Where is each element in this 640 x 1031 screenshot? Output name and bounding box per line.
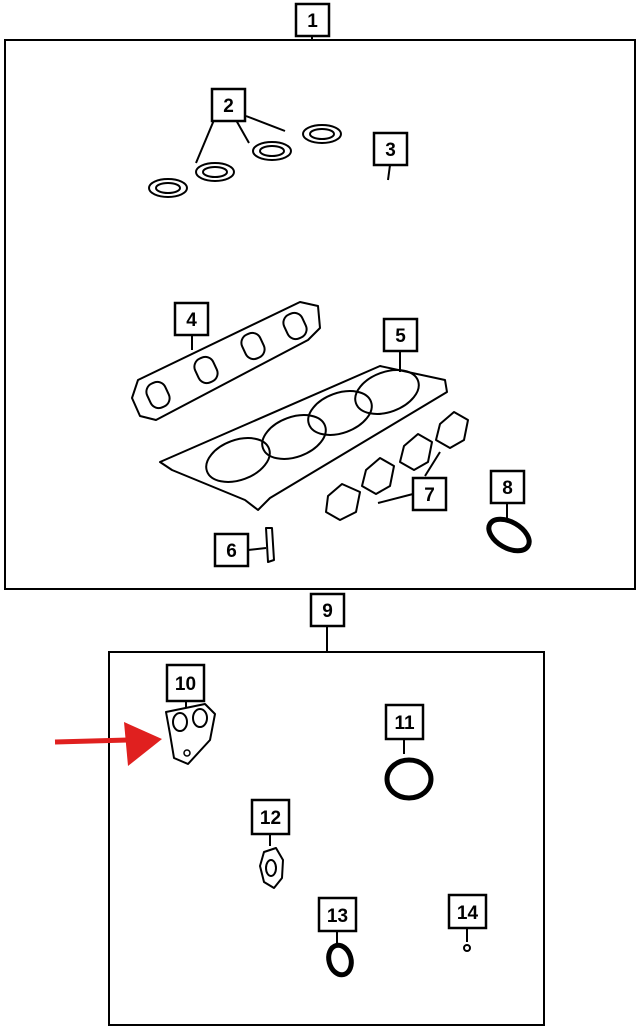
exhaust-manifold-gasket[interactable] xyxy=(131,301,321,421)
callout-11[interactable]: 11 xyxy=(384,703,425,741)
callout-13[interactable]: 13 xyxy=(317,896,358,933)
callout-6[interactable]: 6 xyxy=(213,532,250,568)
svg-text:7: 7 xyxy=(424,485,435,506)
callout-2[interactable]: 2 xyxy=(210,87,247,123)
callout-2-leaders xyxy=(195,115,286,164)
lower-kit-frame xyxy=(108,651,545,1026)
svg-text:9: 9 xyxy=(322,601,333,622)
cylinder-head-gasket[interactable] xyxy=(159,362,448,511)
callout-7-leaders xyxy=(377,451,441,504)
callout-6-leader xyxy=(247,547,267,551)
svg-text:12: 12 xyxy=(260,808,281,829)
callout-7[interactable]: 7 xyxy=(411,476,448,512)
svg-text:4: 4 xyxy=(186,310,197,331)
svg-text:3: 3 xyxy=(385,140,396,161)
seal-ring-large[interactable] xyxy=(384,757,434,801)
callout-10[interactable]: 10 xyxy=(165,663,206,703)
callout-3-leader xyxy=(387,164,391,181)
svg-text:11: 11 xyxy=(394,713,415,734)
callout-9[interactable]: 9 xyxy=(309,592,346,628)
valve-cover-gasket[interactable] xyxy=(106,176,454,294)
svg-text:13: 13 xyxy=(327,906,348,927)
red-arrow-icon xyxy=(54,722,162,766)
small-gasket[interactable] xyxy=(259,847,284,889)
callout-4[interactable]: 4 xyxy=(173,301,210,337)
callout-14[interactable]: 14 xyxy=(447,893,488,930)
svg-text:10: 10 xyxy=(175,674,196,695)
flange-gasket[interactable] xyxy=(165,703,216,765)
callout-12[interactable]: 12 xyxy=(250,798,291,836)
callout-3[interactable]: 3 xyxy=(372,131,409,167)
svg-text:14: 14 xyxy=(457,903,479,924)
svg-text:6: 6 xyxy=(226,541,237,562)
dowel-pin[interactable] xyxy=(265,527,275,563)
svg-text:8: 8 xyxy=(502,478,513,499)
seal-ring-small[interactable] xyxy=(325,942,354,978)
spark-plug-tube-seals[interactable] xyxy=(148,124,342,198)
svg-text:1: 1 xyxy=(307,11,318,32)
tiny-o-ring[interactable] xyxy=(463,944,471,952)
callout-1[interactable]: 1 xyxy=(294,2,331,38)
svg-text:2: 2 xyxy=(223,96,234,117)
callout-5[interactable]: 5 xyxy=(382,317,419,353)
o-ring[interactable] xyxy=(483,513,534,558)
svg-text:5: 5 xyxy=(395,326,406,347)
intake-manifold-gaskets[interactable] xyxy=(325,411,469,521)
callout-8[interactable]: 8 xyxy=(489,469,526,505)
upper-kit-frame xyxy=(4,39,636,590)
